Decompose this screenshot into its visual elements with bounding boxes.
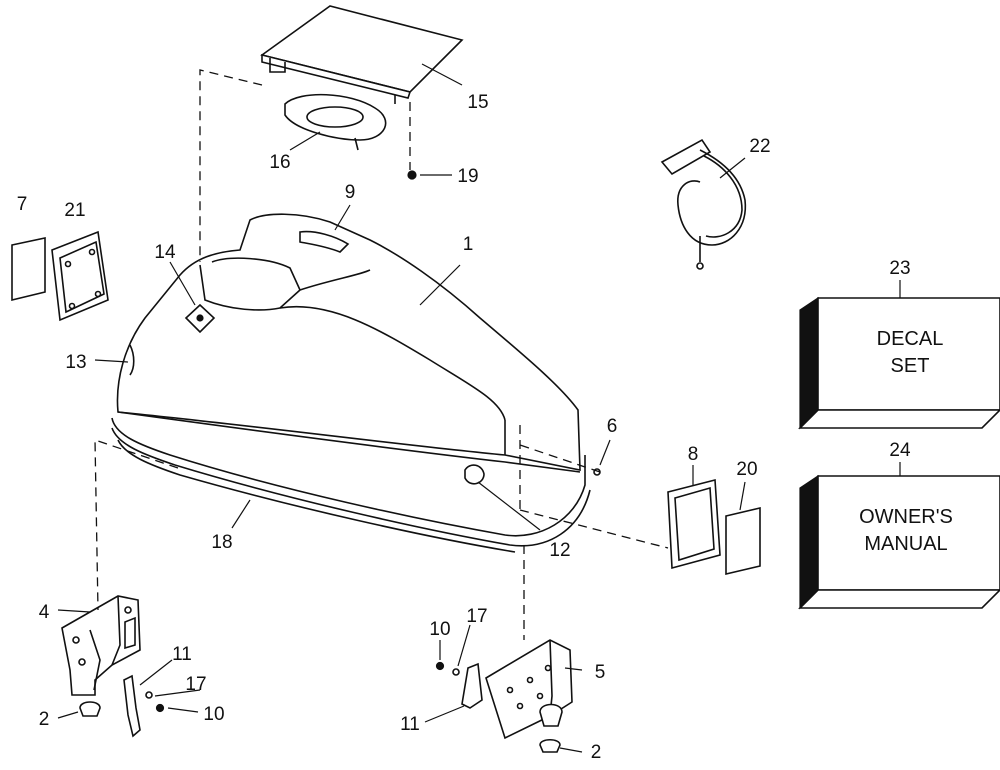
callout-2-left: 2 <box>39 709 50 730</box>
callout-20: 20 <box>736 459 757 480</box>
part-8-gasket <box>667 478 721 570</box>
assembly-lines <box>94 69 669 640</box>
callout-17-right: 17 <box>466 606 487 627</box>
callout-13: 13 <box>65 352 86 373</box>
part-20-decal <box>725 506 761 576</box>
callout-8: 8 <box>688 444 699 465</box>
callout-17-left: 17 <box>185 674 206 695</box>
callout-2-right: 2 <box>591 742 602 763</box>
part-2-bumper-left <box>79 701 101 717</box>
part-10-screw-right <box>435 661 445 671</box>
part-5-bracket <box>485 639 573 740</box>
part-4-bracket <box>61 595 141 696</box>
callout-12: 12 <box>549 540 570 561</box>
part-11-arm-left <box>123 674 141 738</box>
part-19-screw <box>407 170 417 180</box>
owners-manual-line-2: MANUAL <box>864 533 947 555</box>
callout-1: 1 <box>463 234 474 255</box>
decal-set-line-2: SET <box>891 355 930 377</box>
decal-set-box: DECAL SET <box>798 296 1000 430</box>
callout-16: 16 <box>269 152 290 173</box>
callout-22: 22 <box>749 136 770 157</box>
part-17-washer-left <box>145 691 153 699</box>
callout-11-left: 11 <box>172 644 192 665</box>
callout-4: 4 <box>39 602 50 623</box>
callout-9: 9 <box>345 182 356 203</box>
owners-manual-box: OWNER'S MANUAL <box>798 474 1000 610</box>
part-22-cable <box>660 138 747 270</box>
callout-10-left: 10 <box>203 704 224 725</box>
callout-7: 7 <box>17 194 28 215</box>
part-18-seal <box>111 417 591 553</box>
callout-10-right: 10 <box>429 619 450 640</box>
part-21-plate <box>51 230 109 322</box>
callout-14: 14 <box>154 242 176 263</box>
leader-lines <box>57 63 901 753</box>
part-11-arm-right <box>461 662 483 709</box>
decal-set-line-1: DECAL <box>877 328 944 350</box>
part-16-grommet-ring <box>284 93 387 151</box>
callout-18: 18 <box>211 532 232 553</box>
part-17-washer-right <box>452 668 460 676</box>
part-15-top-cover <box>260 5 464 104</box>
callout-19: 19 <box>457 166 478 187</box>
callout-15: 15 <box>467 92 488 113</box>
callout-5: 5 <box>595 662 606 683</box>
callout-6: 6 <box>607 416 618 437</box>
callouts: 15 16 19 9 1 14 7 21 13 6 22 23 24 8 20 … <box>17 92 911 763</box>
callout-11-right: 11 <box>400 714 420 735</box>
part-7-decal <box>11 237 46 302</box>
callout-21: 21 <box>64 200 85 221</box>
owners-manual-line-1: OWNER'S <box>859 506 953 528</box>
part-2-bumper-right <box>539 738 561 753</box>
part-10-screw-left <box>155 703 165 713</box>
callout-24: 24 <box>889 440 911 461</box>
callout-23: 23 <box>889 258 910 279</box>
part-1-motor-cover <box>116 213 581 485</box>
